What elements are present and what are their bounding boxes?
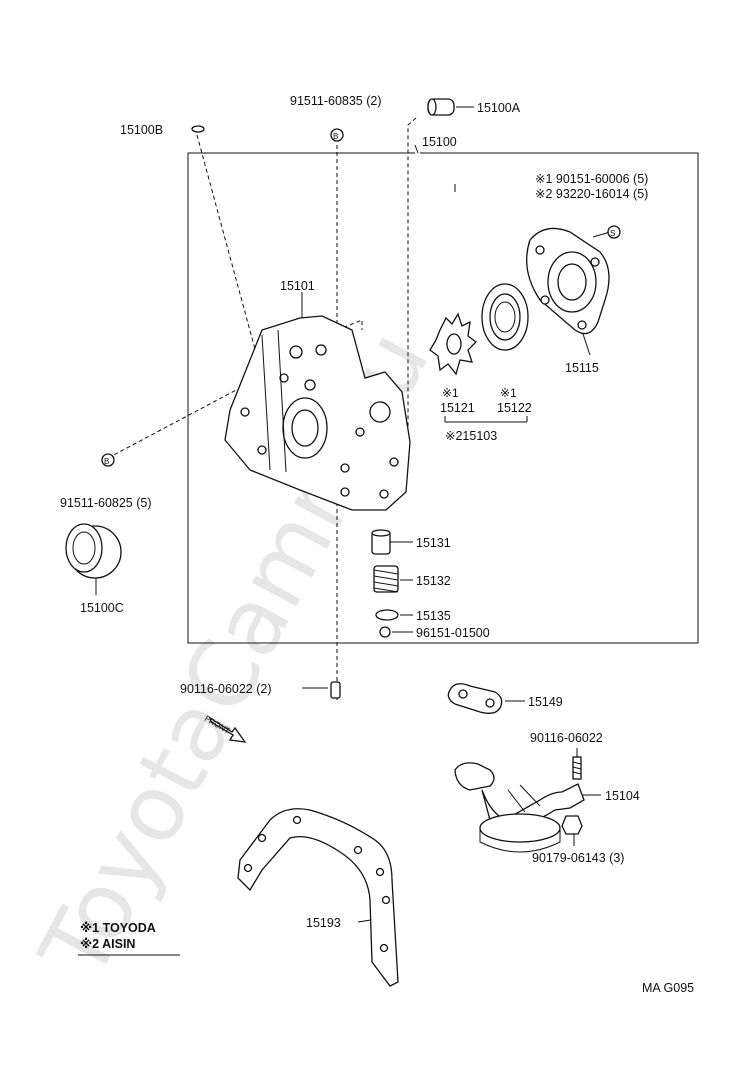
driven-rotor-15122 [481, 283, 529, 351]
label-15100a: 15100A [477, 101, 521, 115]
gasket-15193 [237, 808, 399, 987]
pump-cover-15115 [526, 227, 610, 335]
retainer-15135 [375, 609, 399, 621]
label-15121: 15121 [440, 401, 475, 415]
bolt-marker-right: S [607, 225, 621, 239]
label-note-1: ※1 90151-60006 (5) [535, 172, 648, 186]
label-15104: 15104 [605, 789, 640, 803]
label-15100: 15100 [422, 135, 457, 149]
label-note-2: ※2 93220-16014 (5) [535, 187, 648, 201]
label-15122-mark: ※1 [500, 386, 517, 400]
assembly-frame [187, 152, 699, 644]
stud-90116-06022-pair [330, 681, 341, 699]
snap-ring-96151 [379, 626, 391, 638]
label-90116-06022: 90116-06022 [530, 731, 603, 745]
label-15100c: 15100C [80, 601, 124, 615]
label-15100b: 15100B [120, 123, 163, 137]
label-15135: 15135 [416, 609, 451, 623]
plug-15100a [427, 98, 455, 116]
gasket-15149 [447, 683, 503, 714]
svg-text:S: S [610, 229, 615, 238]
label-15101: 15101 [280, 279, 315, 293]
label-91511-60825: 91511-60825 (5) [60, 496, 152, 510]
label-15132: 15132 [416, 574, 451, 588]
label-15122: 15122 [497, 401, 532, 415]
label-96151-01500: 96151-01500 [416, 626, 490, 640]
label-91511-60835: 91511-60835 (2) [290, 94, 382, 108]
oil-seal-15100c [65, 523, 122, 579]
o-ring-15100b [191, 125, 205, 133]
legend-line-2: ※2 AISIN [80, 937, 135, 951]
pump-body-15101 [224, 315, 411, 511]
label-15121-mark: ※1 [442, 386, 459, 400]
relief-valve-15131 [371, 529, 391, 555]
oil-strainer-15104 [454, 762, 585, 853]
label-15131: 15131 [416, 536, 451, 550]
label-90179-06143: 90179-06143 (3) [532, 851, 624, 865]
legend-line-1: ※1 TOYODA [80, 921, 156, 935]
svg-text:B: B [333, 132, 338, 141]
legend: ※1 TOYODA ※2 AISIN [78, 921, 180, 956]
figure-code: MA G095 [642, 981, 694, 995]
bolt-91511-60825: B [101, 453, 115, 467]
label-15115: 15115 [565, 361, 599, 375]
bolt-91511-60835: B [330, 128, 344, 142]
spring-15132 [373, 565, 399, 593]
label-90116-06022-pair: 90116-06022 (2) [180, 682, 272, 696]
label-15103: ※215103 [445, 429, 497, 443]
stud-90116-06022 [572, 756, 582, 780]
drive-rotor-15121 [429, 312, 477, 376]
label-15193: 15193 [306, 916, 341, 930]
svg-text:B: B [104, 457, 109, 466]
nut-90179-06143 [561, 815, 583, 835]
label-15149: 15149 [528, 695, 563, 709]
